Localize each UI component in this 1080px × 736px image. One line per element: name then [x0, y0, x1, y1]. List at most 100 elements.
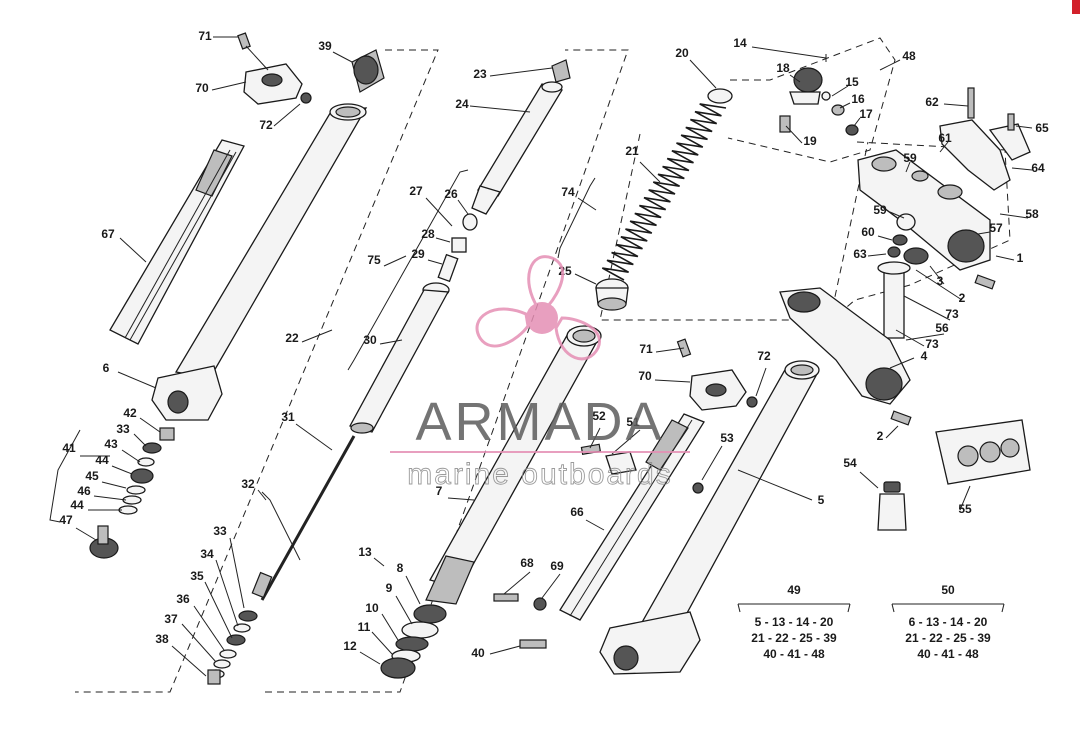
leader-line-33: [229, 537, 245, 609]
kit-50-line-2: 21 - 22 - 25 - 39: [905, 631, 991, 645]
callout-34: 34: [200, 547, 214, 561]
kit-50-tick-l: [891, 603, 895, 613]
leader-line-52: [589, 427, 601, 449]
leader-line-33: [133, 433, 147, 447]
leader-line-71: [655, 347, 685, 353]
leader-line-10: [381, 613, 399, 641]
callout-53: 53: [720, 431, 734, 445]
bracket-74: [557, 177, 596, 259]
leader-line-15: [831, 85, 849, 97]
callout-14: 14: [733, 36, 747, 50]
callout-30: 30: [363, 333, 377, 347]
leader-line-30: [379, 339, 403, 345]
leader-line-59: [905, 161, 911, 173]
leader-line-11: [371, 631, 393, 655]
leader-line-5: [737, 469, 813, 501]
kit-50-number: 50: [941, 583, 955, 597]
callout-59: 59: [903, 151, 917, 165]
leader-line-57: [977, 231, 991, 235]
callout-37: 37: [164, 612, 178, 626]
leader-line-39: [332, 51, 353, 63]
leader-line-72: [273, 103, 301, 127]
callout-44: 44: [95, 453, 109, 467]
callout-52: 52: [592, 409, 606, 423]
callout-71: 71: [639, 342, 653, 356]
leader-line-1: [995, 255, 1015, 261]
callout-labels: 7139707223242014481815161719626561596458…: [59, 29, 1049, 660]
callout-63: 63: [853, 247, 867, 261]
kit-50-line-3: 40 - 41 - 48: [917, 647, 979, 661]
leader-line-40: [489, 645, 521, 655]
callout-70: 70: [638, 369, 652, 383]
callout-40: 40: [471, 646, 485, 660]
callout-55: 55: [958, 502, 972, 516]
callout-18: 18: [776, 61, 790, 75]
callout-12: 12: [343, 639, 357, 653]
part-8-12-bushings: [380, 604, 447, 679]
leader-line-23: [489, 67, 553, 77]
leader-line-44: [111, 465, 133, 475]
callout-75: 75: [367, 253, 381, 267]
leader-line-69: [541, 573, 561, 599]
callout-41: 41: [62, 441, 76, 455]
callout-48: 48: [902, 49, 916, 63]
bracket-41: [49, 429, 81, 523]
callout-9: 9: [386, 581, 393, 595]
callout-31: 31: [281, 410, 295, 424]
callout-60: 60: [861, 225, 875, 239]
callout-72: 72: [259, 118, 273, 132]
callout-32: 32: [241, 477, 255, 491]
callout-73: 73: [925, 337, 939, 351]
callout-33: 33: [213, 524, 227, 538]
callout-61: 61: [938, 131, 952, 145]
leader-line-21: [639, 161, 661, 183]
callout-38: 38: [155, 632, 169, 646]
callout-62: 62: [925, 95, 939, 109]
callout-54: 54: [843, 456, 857, 470]
leader-line-8: [405, 575, 421, 605]
leader-line-37: [181, 623, 217, 663]
leader-line-36: [193, 605, 225, 651]
kit-50-tick-r: [1001, 603, 1005, 613]
part-59-60-63: [887, 213, 996, 290]
leader-line-60: [877, 235, 893, 241]
part-24-damper-tube: [471, 59, 571, 215]
part-70-clamp-upper: [237, 32, 312, 105]
callout-44: 44: [70, 498, 84, 512]
callout-10: 10: [365, 601, 379, 615]
kit-49-line-3: 40 - 41 - 48: [763, 647, 825, 661]
leader-line-16: [839, 102, 851, 109]
callout-8: 8: [397, 561, 404, 575]
callout-42: 42: [123, 406, 137, 420]
part-68-69-40-bolts: [493, 593, 547, 649]
part-67-fork-guard: [109, 139, 245, 345]
callout-57: 57: [989, 221, 1003, 235]
part-66-fork-guard: [559, 413, 705, 621]
callout-2: 2: [959, 291, 966, 305]
bracket-32: [261, 491, 301, 561]
callout-70: 70: [195, 81, 209, 95]
part-5-outer-tube-right: [599, 360, 820, 675]
part-6-outer-tube-left: [151, 103, 368, 421]
callout-24: 24: [455, 97, 469, 111]
leader-line-63: [867, 253, 887, 257]
outline-21: [599, 133, 869, 321]
kit-50-line-1: 6 - 13 - 14 - 20: [909, 615, 988, 629]
leader-line-13: [373, 557, 385, 567]
callout-11: 11: [358, 620, 371, 634]
leader-line-31: [295, 423, 333, 451]
leader-line-73: [895, 329, 925, 347]
callout-19: 19: [803, 134, 817, 148]
part-1-upper-triple-clamp: [857, 149, 991, 271]
leader-line-24: [469, 105, 531, 113]
leader-line-7: [447, 497, 475, 501]
leader-line-65: [1015, 125, 1033, 129]
leader-line-6: [117, 371, 157, 389]
callout-64: 64: [1031, 161, 1045, 175]
callout-21: 21: [625, 144, 639, 158]
leader-line-47: [75, 527, 97, 541]
callout-59: 59: [873, 203, 887, 217]
leader-line-12: [359, 651, 381, 665]
leader-line-70: [211, 81, 247, 91]
